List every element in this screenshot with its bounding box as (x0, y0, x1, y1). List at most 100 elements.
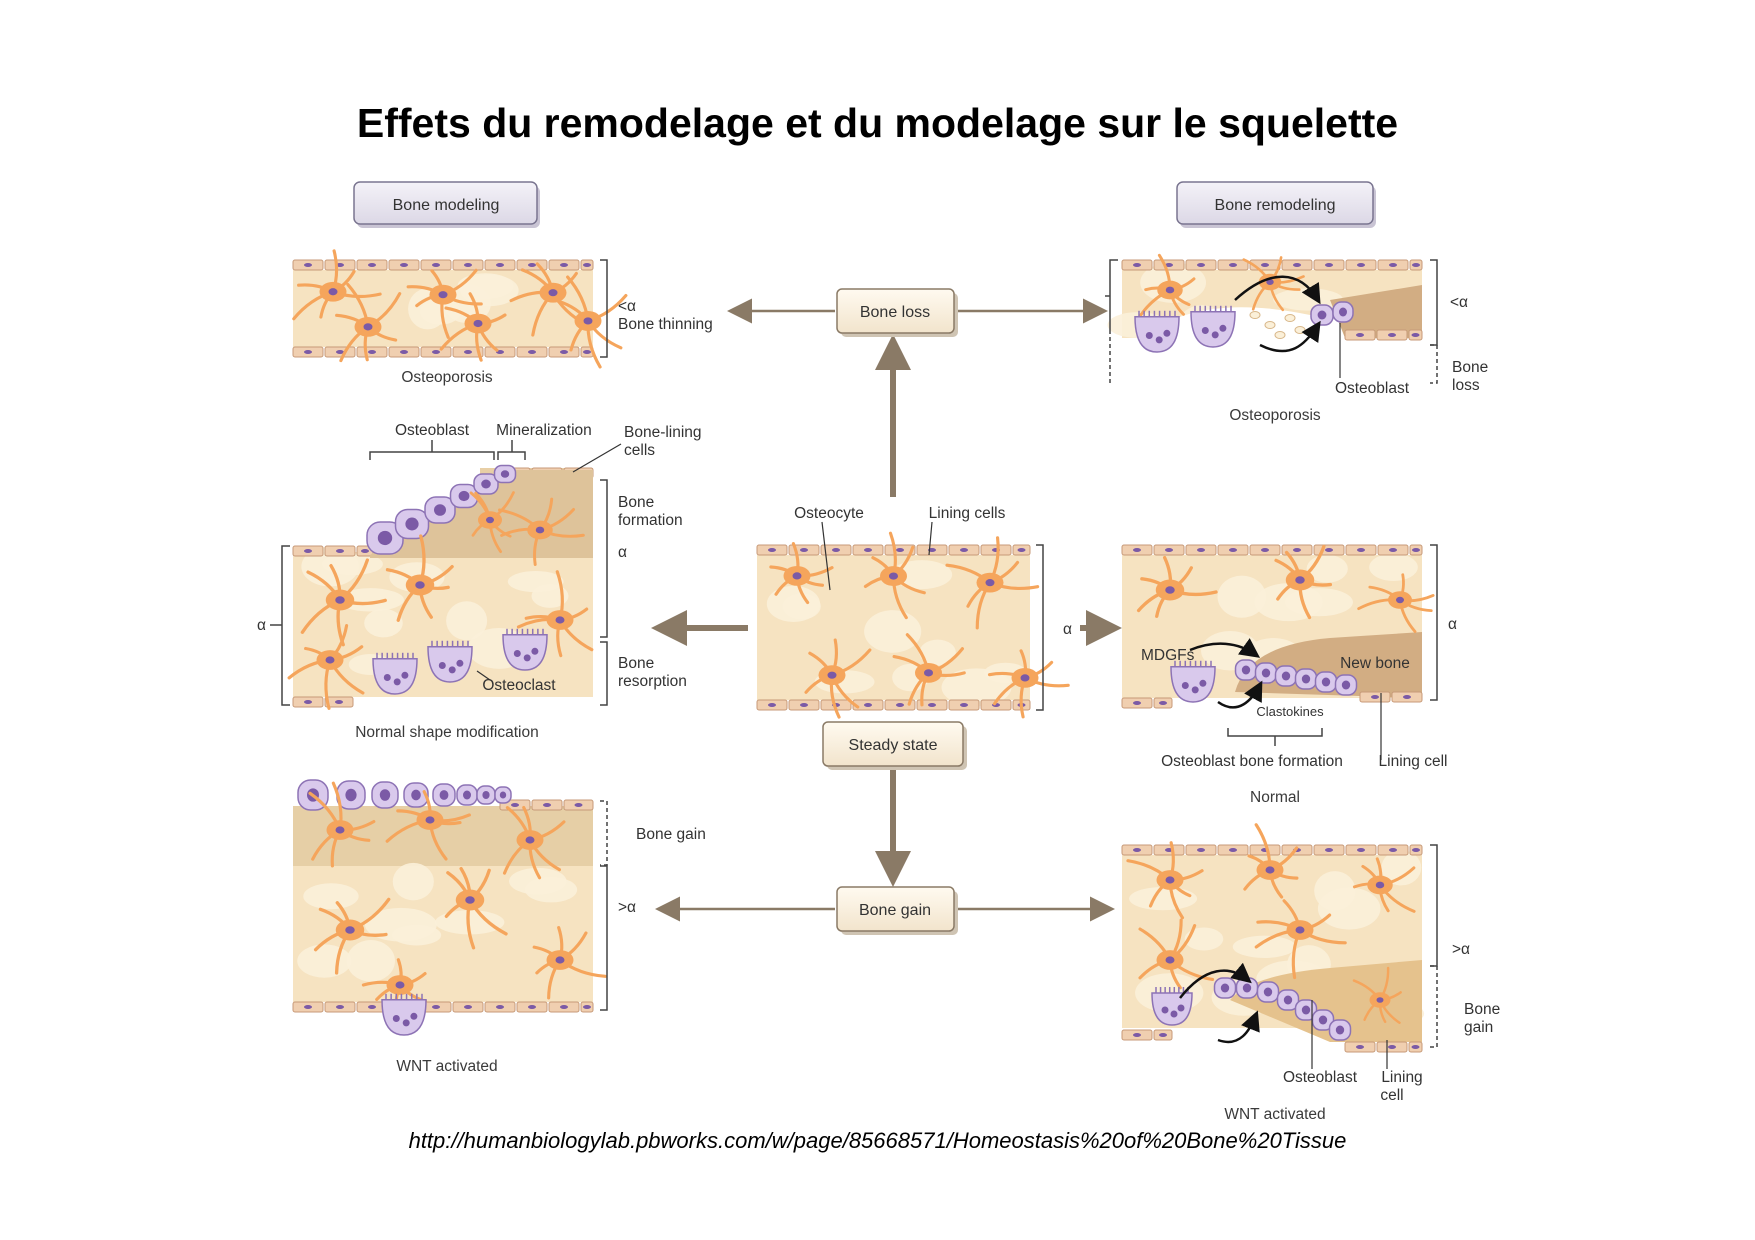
osteocyte-nucleus (1376, 997, 1384, 1003)
osteoblast-nucleus (482, 791, 490, 799)
panel-normal-remodeling (1121, 544, 1435, 709)
lining-nucleus (1159, 701, 1167, 705)
osteocyte (469, 491, 515, 554)
osteoclast-nucleus (1163, 329, 1171, 337)
process-arrows (1179, 275, 1321, 1044)
lacuna (297, 944, 352, 978)
osteoclast-nucleus (392, 1015, 400, 1022)
osteoclast-nucleus (513, 650, 521, 657)
osteoclast (1170, 660, 1216, 703)
osteoblast-nucleus (434, 504, 446, 516)
osteoclast (1134, 310, 1180, 353)
lining-nucleus (1412, 548, 1420, 552)
osteocyte-nucleus (827, 671, 837, 679)
lining-nucleus (336, 1005, 344, 1009)
source-url: http://humanbiologylab.pbworks.com/w/pag… (408, 1128, 1347, 1153)
osteoclast (427, 640, 473, 683)
lining-nucleus (583, 263, 591, 267)
lining-nucleus (336, 549, 344, 553)
lining-nucleus (768, 548, 776, 552)
osteoclast-body (1190, 311, 1236, 348)
osteoblast-nucleus (1339, 307, 1347, 317)
osteocyte (385, 790, 471, 861)
lining-nucleus (960, 548, 968, 552)
bone-remodeling-header: Bone remodeling (1176, 181, 1376, 228)
brackets (270, 259, 1438, 1048)
label-bone-loss-1: Bone (1452, 359, 1488, 376)
lining-nucleus (832, 548, 840, 552)
lining-nucleus (1133, 1033, 1141, 1037)
label-alpha-center: α (1063, 621, 1072, 638)
label-mineralization: Mineralization (496, 422, 592, 439)
osteocyte-nucleus (1165, 586, 1175, 594)
osteocyte-nucleus (1295, 926, 1305, 934)
lacuna (890, 560, 953, 590)
osteoblast-nucleus (458, 490, 470, 502)
label-bone-gain-1: Bone (1464, 1001, 1500, 1018)
caption-normal-shape: Normal shape modification (355, 724, 539, 741)
osteoblast-nucleus (379, 789, 391, 801)
lining-nucleus (1356, 333, 1364, 337)
lining-nucleus (1371, 695, 1379, 699)
lining-nucleus (361, 549, 369, 553)
lining-nucleus (1133, 263, 1141, 267)
caption-normal: Normal (1250, 789, 1300, 806)
bone-loss-box: Bone loss (836, 288, 958, 337)
osteoclast-nucleus (383, 674, 391, 681)
lacuna (364, 608, 403, 638)
bone-modeling-header: Bone modeling (353, 181, 540, 228)
osteocyte (439, 292, 507, 362)
osteocyte (804, 638, 872, 719)
osteocyte (532, 926, 607, 1000)
panel-normal-shape-modification (287, 464, 594, 710)
osteoclast-body (502, 634, 548, 671)
osteoblast-nucleus (1301, 674, 1311, 684)
osteocyte (308, 781, 376, 868)
lining-nucleus (1357, 263, 1365, 267)
lining-nucleus (1165, 263, 1173, 267)
osteoclast-nucleus (1181, 682, 1189, 689)
osteocyte-nucleus (335, 596, 345, 604)
page-title: Effets du remodelage et du modelage sur … (356, 100, 1399, 146)
osteoclast-nucleus (1170, 1010, 1178, 1018)
osteoclast-nucleus (401, 671, 409, 679)
lining-nucleus (368, 1005, 376, 1009)
lining-nucleus (560, 1005, 568, 1009)
osteocyte (1254, 899, 1347, 980)
lining-nucleus (1357, 548, 1365, 552)
lining-nucleus (336, 350, 344, 354)
bone-modeling-label: Bone modeling (393, 197, 500, 214)
osteocyte (287, 624, 365, 710)
osteocyte (406, 268, 483, 339)
label-lining-cells: Lining cells (929, 505, 1006, 522)
panel-osteoporosis-remodeling (1107, 253, 1423, 353)
label-lining-cell-mr: Lining cell (1379, 753, 1448, 770)
osteoblast-nucleus (481, 479, 491, 489)
label-bone-lining-1: Bone-lining (624, 424, 702, 441)
bone-fragment (1264, 321, 1276, 329)
bone-gain-label: Bone gain (859, 902, 931, 919)
lining-nucleus (304, 263, 312, 267)
osteocyte-nucleus (1165, 286, 1175, 294)
osteoblast-nucleus (1318, 1015, 1328, 1025)
lining-nucleus (1133, 548, 1141, 552)
osteocyte (945, 536, 1040, 630)
osteoblast-nucleus (499, 791, 507, 799)
label-bone-gain-2: gain (1464, 1019, 1493, 1036)
osteocyte (1357, 573, 1435, 633)
osteoblast-nucleus (1263, 987, 1273, 997)
osteocyte-nucleus (1266, 279, 1274, 285)
label-lt-alpha-tl: <α (618, 298, 636, 315)
osteocyte-nucleus (555, 956, 565, 964)
caption-osteoporosis-right: Osteoporosis (1229, 407, 1321, 424)
lining-nucleus (1197, 263, 1205, 267)
bone-fragment (1274, 331, 1286, 339)
lacuna (509, 867, 567, 895)
osteocyte (769, 542, 834, 605)
steady-state-box: Steady state (822, 721, 967, 770)
label-bone-loss-2: loss (1452, 377, 1480, 394)
osteoblast-nucleus (1321, 677, 1331, 687)
caption-wnt-activated-left: WNT activated (396, 1058, 497, 1075)
flow-arrows (651, 298, 1122, 922)
lacuna (446, 601, 488, 641)
